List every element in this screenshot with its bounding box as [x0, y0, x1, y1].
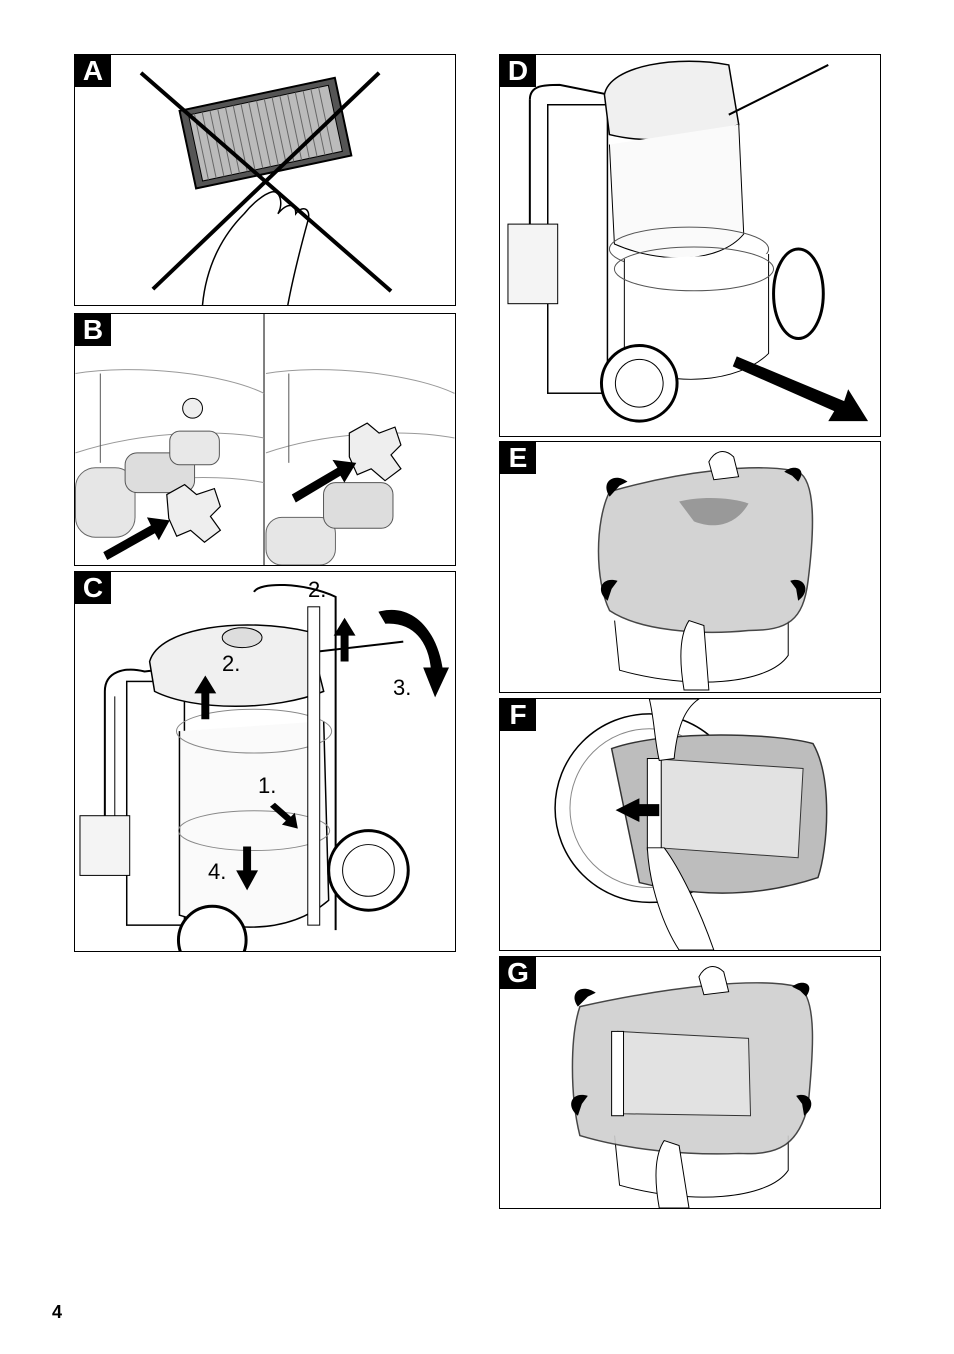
hose-connection-illustration — [75, 314, 455, 565]
figure-a-label: A — [75, 55, 111, 87]
figure-g: G — [499, 956, 881, 1209]
figure-c-label: C — [75, 572, 111, 604]
figure-c: C 2. 2. 3. 1. 4. — [74, 571, 456, 952]
container-removal-illustration — [500, 55, 880, 436]
figure-f: F — [499, 698, 881, 951]
step-1: 1. — [258, 773, 276, 799]
figure-f-label: F — [500, 699, 536, 731]
figure-e: E — [499, 441, 881, 693]
head-removal-illustration — [75, 572, 455, 951]
figure-d: D — [499, 54, 881, 437]
figure-e-label: E — [500, 442, 536, 474]
filter-no-touch-illustration — [75, 55, 455, 305]
step-3: 3. — [393, 675, 411, 701]
cover-bag-illustration — [500, 442, 880, 692]
page-number: 4 — [52, 1302, 62, 1323]
step-2-right: 2. — [308, 577, 326, 603]
figure-g-label: G — [500, 957, 536, 989]
figure-b-label: B — [75, 314, 111, 346]
bag-insertion-illustration — [500, 699, 880, 950]
figure-a: A — [74, 54, 456, 306]
cover-over-bag-illustration — [500, 957, 880, 1208]
step-2-left: 2. — [222, 651, 240, 677]
figure-b: B — [74, 313, 456, 566]
step-4: 4. — [208, 859, 226, 885]
figure-d-label: D — [500, 55, 536, 87]
